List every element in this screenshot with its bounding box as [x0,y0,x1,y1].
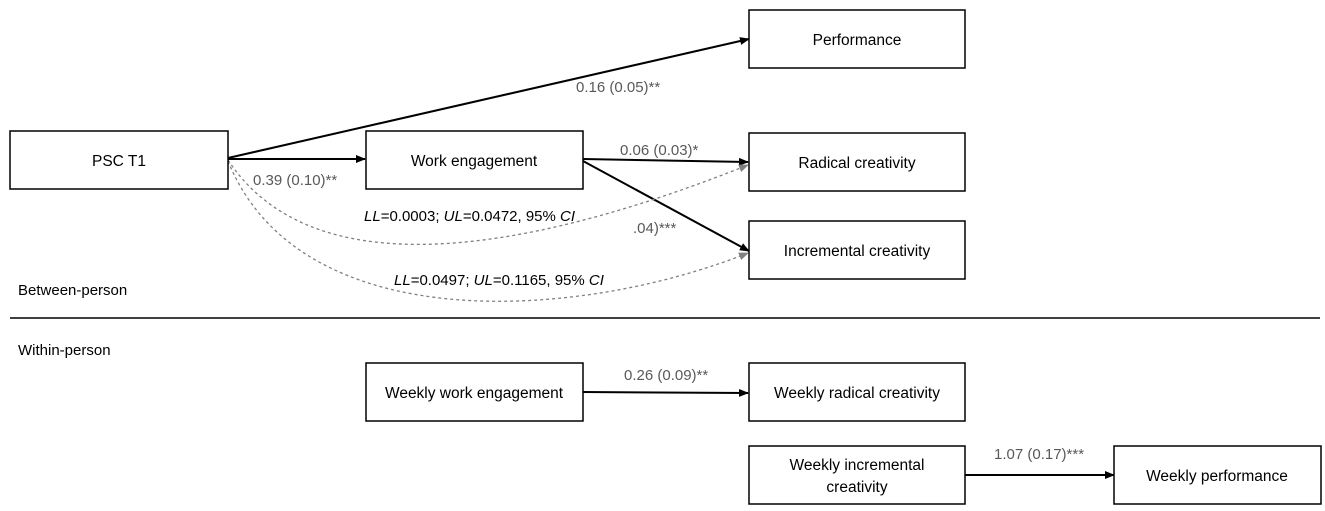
coef-weekly-incremental-performance: 1.07 (0.17)*** [994,446,1084,463]
node-weekly-work-engagement: Weekly work engagement [365,362,584,422]
node-performance-label: Performance [813,32,902,49]
node-radical-creativity: Radical creativity [748,132,966,192]
coef-engagement-incremental: .04)*** [633,220,677,237]
node-psc-t1: PSC T1 [9,130,229,190]
node-incremental-creativity: Incremental creativity [748,220,966,280]
indirect-path-incremental [227,160,749,302]
node-radical-creativity-label: Radical creativity [798,155,915,172]
arrow-engagement-to-radical [582,157,749,166]
arrow-weekly-engagement-to-radical [582,388,749,397]
node-weekly-performance: Weekly performance [1113,445,1322,505]
ci-radical-ul-value: =0.0472, 95% [463,208,560,225]
node-weekly-work-engagement-label: Weekly work engagement [385,385,564,402]
node-weekly-incremental-creativity-label-line2: creativity [826,479,887,496]
node-work-engagement: Work engagement [365,130,584,190]
indirect-path-radical [227,159,749,246]
node-psc-t1-label: PSC T1 [92,153,146,170]
ci-incremental: LL=0.0497; UL=0.1165, 95% CI [394,272,604,289]
ci-radical: LL=0.0003; UL=0.0472, 95% CI [364,208,575,225]
ci-radical-ci-label: CI [560,208,575,225]
node-weekly-radical-creativity: Weekly radical creativity [748,362,966,422]
node-weekly-incremental-creativity: Weekly incremental creativity [748,445,966,505]
node-performance: Performance [748,9,966,69]
coef-engagement-radical: 0.06 (0.03)* [620,142,699,159]
ci-radical-ul-label: UL [444,208,463,225]
section-label-within: Within-person [18,342,111,359]
coef-psc-performance: 0.16 (0.05)** [576,79,660,96]
node-work-engagement-label: Work engagement [411,153,538,170]
ci-radical-ll-value: =0.0003; [381,208,444,225]
ci-incremental-ll-value: =0.0497; [411,272,474,289]
arrow-psc-to-performance [227,37,750,159]
node-incremental-creativity-label: Incremental creativity [784,243,931,260]
coef-psc-engagement: 0.39 (0.10)** [253,172,337,189]
ci-incremental-ul-label: UL [474,272,493,289]
coef-weekly-engagement-radical: 0.26 (0.09)** [624,367,708,384]
node-weekly-radical-creativity-label: Weekly radical creativity [774,385,940,402]
node-weekly-incremental-creativity-label-line1: Weekly incremental [790,457,925,474]
arrow-engagement-to-incremental [582,160,750,252]
ci-radical-ll-label: LL [364,208,381,225]
section-label-between: Between-person [18,282,127,299]
ci-incremental-ul-value: =0.1165, 95% [493,272,589,289]
ci-incremental-ll-label: LL [394,272,411,289]
ci-incremental-ci-label: CI [589,272,604,289]
node-weekly-performance-label: Weekly performance [1146,468,1288,485]
